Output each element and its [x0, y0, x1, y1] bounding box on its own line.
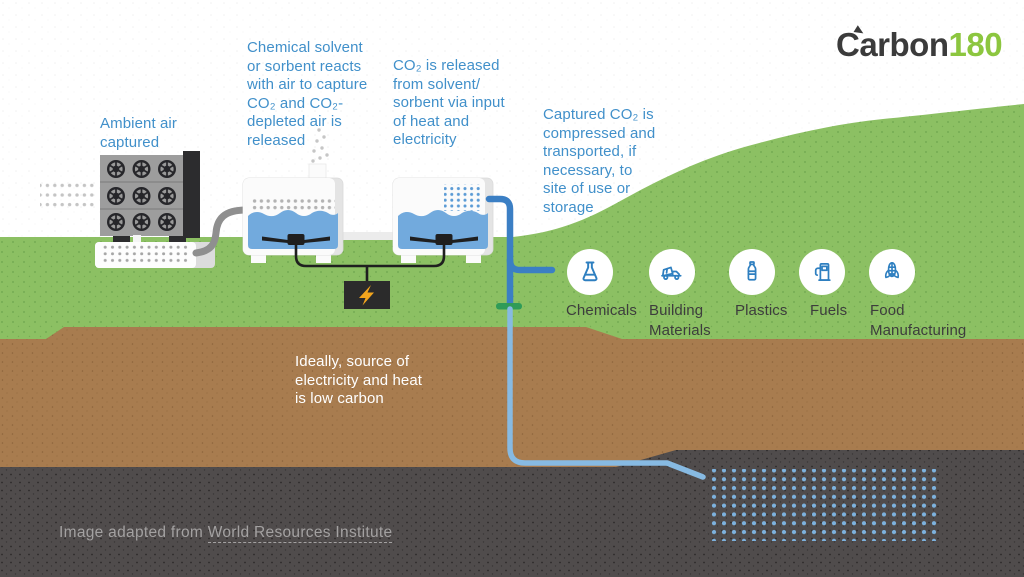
- product-label: Plastics: [735, 302, 788, 319]
- logo-text-green: 180: [948, 26, 1003, 63]
- logo-text-dark: Carbon: [836, 26, 949, 63]
- annotation-co2-release: CO₂ is released from solvent/ sorbent vi…: [393, 57, 505, 148]
- fan-icons: [105, 158, 178, 233]
- lightning-bolt-icon: [359, 285, 374, 306]
- contactor-tank: [242, 128, 344, 263]
- co2-gas-dots: [444, 184, 481, 211]
- product-food-manufacturing: Food Manufacturing: [869, 249, 966, 341]
- mixer-truck-icon: [659, 259, 685, 285]
- carbon180-logo: Carbon180: [836, 25, 1003, 64]
- annotation-ambient-air: Ambient air captured: [100, 115, 177, 151]
- bottle-icon: [739, 259, 765, 285]
- product-label: Food Manufacturing: [870, 302, 967, 339]
- product-label: Building Materials: [649, 302, 711, 339]
- product-building-materials: Building Materials: [649, 249, 711, 341]
- wellhead: [496, 303, 522, 310]
- regeneration-tank: [392, 177, 494, 263]
- corn-icon: [879, 259, 905, 285]
- product-label: Fuels: [810, 302, 848, 319]
- product-plastics: Plastics: [729, 249, 787, 321]
- ambient-air-flow-dots: [40, 179, 97, 208]
- fuel-pump-icon: [809, 259, 835, 285]
- co2-pipeline: [485, 195, 706, 480]
- electricity-source: [294, 245, 446, 309]
- product-label: Chemicals: [566, 302, 637, 319]
- plastics-circle: [729, 249, 775, 295]
- building-materials-circle: [649, 249, 695, 295]
- annotation-solvent-reaction: Chemical solvent or sorbent reacts with …: [247, 39, 368, 149]
- tank-connector-pipe: [341, 232, 397, 240]
- credit-link[interactable]: World Resources Institute: [207, 524, 393, 543]
- product-fuels: Fuels: [799, 249, 847, 321]
- chemicals-circle: [567, 249, 613, 295]
- annotation-low-carbon-energy: Ideally, source of electricity and heat …: [295, 353, 423, 407]
- annotation-co2-transport: Captured CO₂ is compressed and transport…: [543, 106, 656, 216]
- food-manufacturing-circle: [869, 249, 915, 295]
- air-capture-unit: [95, 151, 215, 268]
- product-chemicals: Chemicals: [566, 249, 637, 321]
- co2-storage-dots: [706, 469, 938, 541]
- image-credit: Image adapted from World Resources Insti…: [59, 524, 393, 543]
- air-duct-pipe: [192, 206, 250, 257]
- flask-icon: [577, 259, 603, 285]
- exhaust-dots: [311, 128, 329, 163]
- fuel-pump-icon-circle: [799, 249, 845, 295]
- credit-text: Image adapted from: [59, 524, 208, 541]
